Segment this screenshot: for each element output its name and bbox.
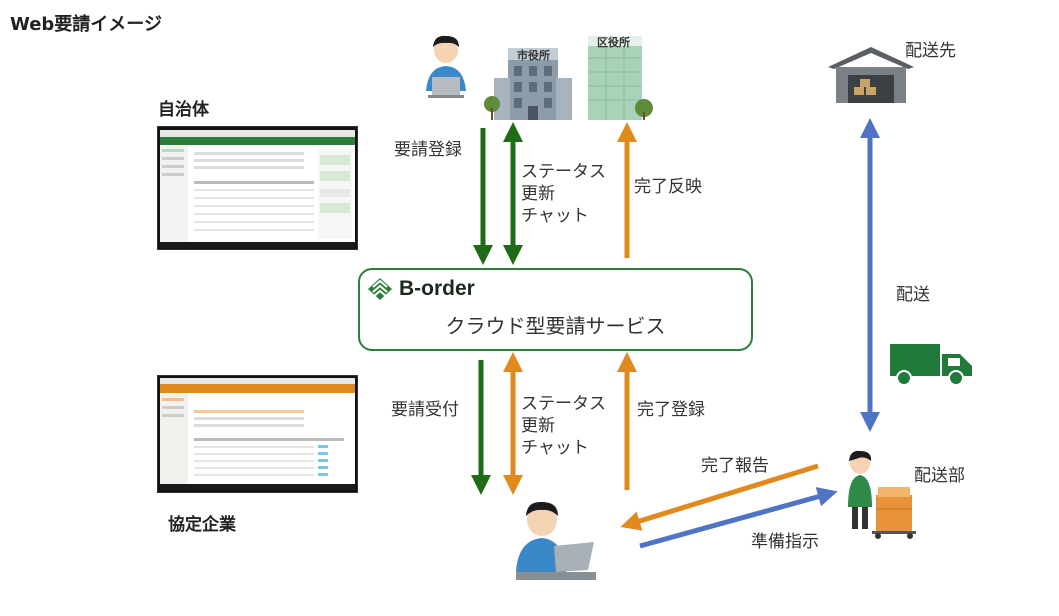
arrow-done-report [620,463,819,531]
city-hall-building-icon [484,48,572,120]
municipality-label: 自治体 [158,100,209,120]
brand-name: B-order [399,277,475,300]
service-name: クラウド型要請サービス [445,314,666,338]
municipality-staff-person-icon [426,35,466,98]
label-update-lower: 更新 [521,416,555,436]
label-status-upper: ステータス [521,162,606,182]
b-order-logo-icon [368,278,392,300]
delivery-worker-icon [848,450,916,539]
label-status-chat-lower: ステータス 更新 チャット [521,393,606,459]
diagram-title: Web要請イメージ [10,14,162,35]
partner-staff-person-icon [516,501,596,580]
label-done-report: 完了報告 [701,456,769,476]
delivery-dept-label: 配送部 [914,466,965,486]
partner-screen-thumbnail [157,375,358,493]
label-update-upper: 更新 [521,184,555,204]
partner-label: 協定企業 [168,515,236,535]
ward-office-building-icon [588,36,653,120]
label-done-reflect: 完了反映 [634,177,702,197]
label-chat-lower: チャット [521,438,589,458]
label-request-receive: 要請受付 [391,400,459,420]
municipality-screen-thumbnail [157,126,358,250]
label-status-chat-upper: ステータス 更新 チャット [521,161,606,227]
partner-app-mockup [160,378,355,490]
delivery-truck-icon [890,344,972,386]
cloud-service-box [358,268,753,351]
delivery-label: 配送 [896,285,930,305]
municipality-app-mockup [160,130,355,248]
warehouse-icon [828,47,914,103]
label-status-lower: ステータス [521,394,606,414]
label-request-register: 要請登録 [394,140,462,160]
ward-office-sign: 区役所 [597,36,630,49]
brand-logo: B-order [367,277,475,301]
label-done-register: 完了登録 [637,400,705,420]
label-chat-upper: チャット [521,206,589,226]
label-prep-instruction: 準備指示 [751,532,819,552]
arrow-prep-instruction [639,487,838,549]
city-hall-sign: 市役所 [517,49,550,62]
destination-label: 配送先 [905,41,956,61]
